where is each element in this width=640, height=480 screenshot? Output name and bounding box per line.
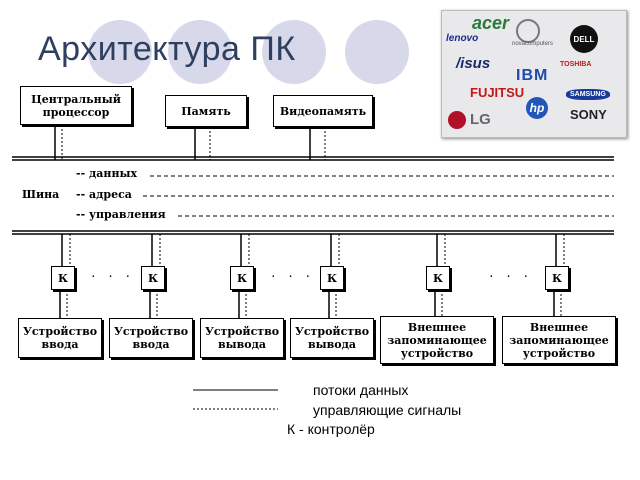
decor-circle-3 xyxy=(262,20,326,84)
legend-data-flows: потоки данных xyxy=(313,382,409,398)
logo-novacomputers: novacomputers xyxy=(512,41,554,47)
controller-2: К xyxy=(141,266,165,290)
output-device-2: Устройство вывода xyxy=(290,318,374,358)
memory-block: Память xyxy=(165,95,247,127)
cpu-block: Центральный процессор xyxy=(20,86,132,125)
controller-3: К xyxy=(230,266,254,290)
logo-fujitsu: FUJITSU xyxy=(470,85,525,100)
decor-circle-2 xyxy=(168,20,232,84)
controller-5: К xyxy=(426,266,450,290)
ellipsis-1: · · · xyxy=(90,270,134,283)
page-title: Архитектура ПК xyxy=(38,30,296,68)
vendor-logos-image: acer novacomputers DELL lenovo /isus TOS… xyxy=(441,10,627,138)
logo-ibm: IBM xyxy=(516,67,549,84)
logo-asus: /isus xyxy=(456,55,491,72)
decor-circle-4 xyxy=(345,20,409,84)
logo-acer: acer xyxy=(472,13,510,33)
controller-1: К xyxy=(51,266,75,290)
bus-control-label: -- управления xyxy=(74,208,168,221)
legend-controller: К - контролёр xyxy=(287,421,375,437)
output-device-1: Устройство вывода xyxy=(200,318,284,358)
ellipsis-3: · · · xyxy=(488,270,532,283)
logo-nova xyxy=(516,19,540,43)
input-device-1: Устройство ввода xyxy=(18,318,102,358)
logo-lg-mark xyxy=(448,111,466,129)
logo-toshiba: TOSHIBA xyxy=(560,61,592,68)
logo-samsung: SAMSUNG xyxy=(566,89,610,100)
external-storage-1: Внешнее запоминающее устройство xyxy=(380,316,494,364)
logo-lg: LG xyxy=(470,111,491,128)
logo-dell: DELL xyxy=(570,25,598,53)
bus-data-label: -- данных xyxy=(74,167,140,180)
logo-sony: SONY xyxy=(570,107,607,122)
logo-lenovo: lenovo xyxy=(446,33,479,44)
ellipsis-2: · · · xyxy=(270,270,314,283)
logo-hp: hp xyxy=(526,97,548,119)
video-memory-block: Видеопамять xyxy=(273,95,373,127)
controller-6: К xyxy=(545,266,569,290)
bus-label: Шина xyxy=(22,188,60,201)
controller-4: К xyxy=(320,266,344,290)
input-device-2: Устройство ввода xyxy=(109,318,193,358)
decor-circle-1 xyxy=(88,20,152,84)
external-storage-2: Внешнее запоминающее устройство xyxy=(502,316,616,364)
legend-control-signals: управляющие сигналы xyxy=(313,402,462,418)
bus-address-label: -- адреса xyxy=(74,188,134,201)
